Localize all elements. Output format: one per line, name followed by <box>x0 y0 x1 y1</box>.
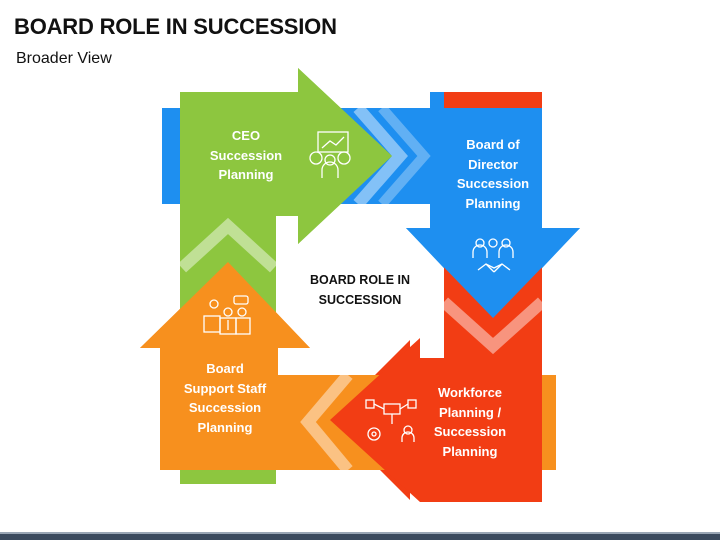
workforce-planning-label: Workforce Planning / Succession Planning <box>433 385 507 459</box>
workflow-gear-icon <box>365 399 417 442</box>
team-discussion-icon <box>203 295 251 335</box>
chevron-accents <box>177 104 547 474</box>
footer-bar <box>0 532 720 540</box>
center-label: BOARD ROLE IN SUCCESSION <box>310 273 410 307</box>
page-title: BOARD ROLE IN SUCCESSION <box>14 14 337 39</box>
page-subtitle: Broader View <box>16 50 112 67</box>
handshake-team-icon <box>472 238 514 273</box>
ceo-succession-label: CEO Succession Planning <box>209 128 283 182</box>
board-support-staff-label: Board Support Staff Succession Planning <box>183 361 267 435</box>
board-director-label: Board of Director Succession Planning <box>456 137 530 211</box>
finance-people-icon <box>309 131 351 178</box>
